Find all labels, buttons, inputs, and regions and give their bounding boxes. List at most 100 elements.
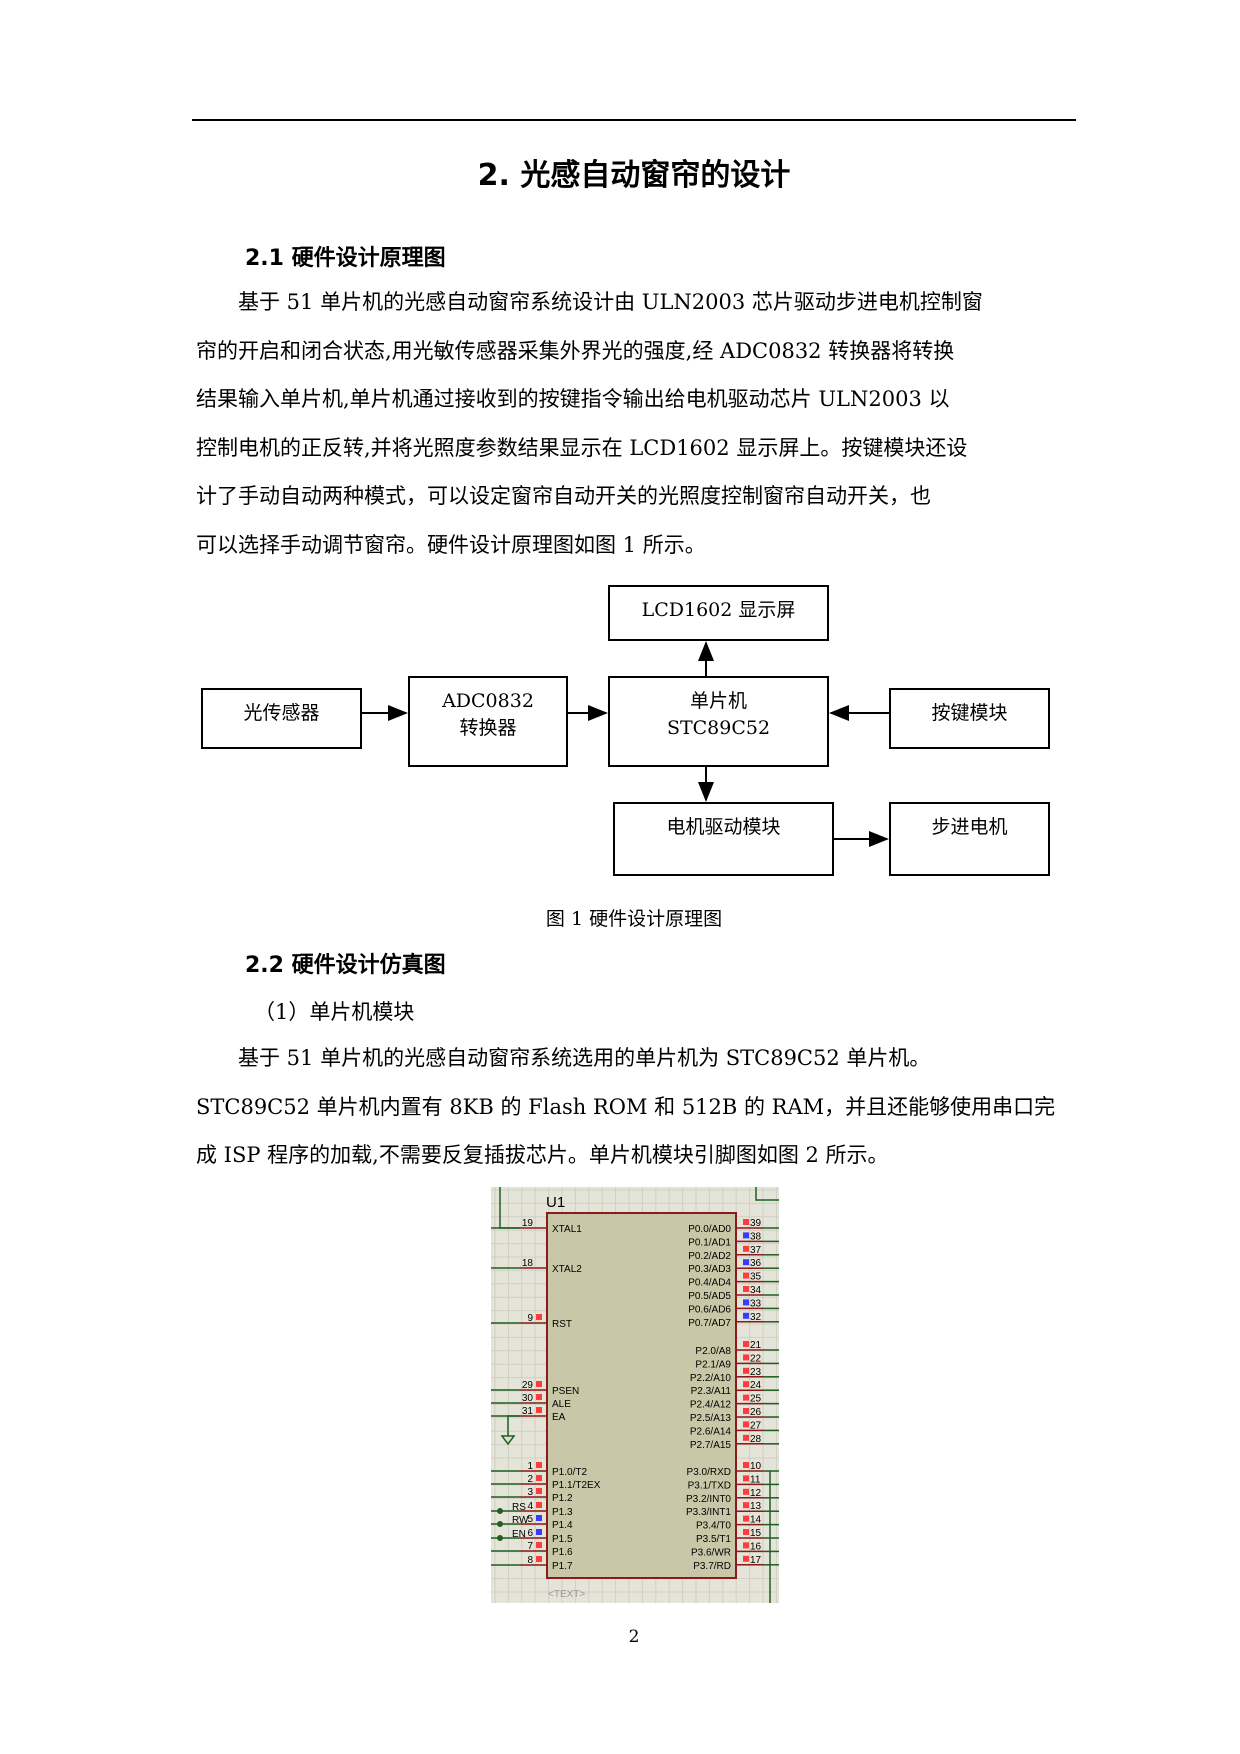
pin-label: P0.7/AD7: [688, 1318, 731, 1329]
chip-ref: U1: [546, 1194, 565, 1211]
pin-number: 1: [527, 1461, 533, 1472]
net-label: RW: [512, 1515, 529, 1526]
pin-state-marker: [743, 1354, 749, 1361]
pin-label: XTAL1: [552, 1224, 582, 1235]
motor-driver-block: 电机驱动模块: [613, 802, 834, 876]
lcd-block: LCD1602 显示屏: [608, 585, 829, 641]
net-label: EN: [512, 1529, 526, 1540]
para-line: 可以选择手动调节窗帘。硬件设计原理图如图 1 所示。: [196, 532, 706, 557]
pin-number: 4: [527, 1501, 533, 1512]
junction-dot: [497, 1508, 503, 1514]
pin-state-marker: [743, 1488, 749, 1495]
pin-number: 25: [750, 1394, 762, 1405]
pin-state-marker: [743, 1408, 749, 1414]
pin-state-marker: [743, 1341, 749, 1347]
pin-label: P3.7/RD: [693, 1561, 731, 1572]
pin-label: P0.3/AD3: [688, 1264, 731, 1275]
pin-label: P1.3: [552, 1507, 573, 1518]
pin-state-marker: [743, 1286, 749, 1292]
stepper-block: 步进电机: [889, 802, 1050, 876]
paragraph-2-2: 基于 51 单片机的光感自动窗帘系统选用的单片机为 STC89C52 单片机。 …: [196, 1034, 1074, 1180]
pin-label: P2.3/A11: [691, 1386, 732, 1397]
pin-state-marker: [743, 1245, 749, 1252]
pin-label: EA: [552, 1412, 566, 1423]
paragraph-2-1: 基于 51 单片机的光感自动窗帘系统设计由 ULN2003 芯片驱动步进电机控制…: [196, 278, 1074, 569]
pin-state-marker: [743, 1434, 749, 1441]
pin-state-marker: [536, 1529, 542, 1535]
pin-label: ALE: [552, 1399, 571, 1410]
text-placeholder: <TEXT>: [548, 1589, 585, 1600]
pin-number: 17: [750, 1555, 762, 1566]
pin-number: 7: [527, 1541, 533, 1552]
para-line: 计了手动自动两种模式，可以设定窗帘自动开关的光照度控制窗帘自动开关，也: [196, 484, 931, 508]
ground-icon: [500, 1415, 520, 1446]
pin-label: P2.7/A15: [690, 1440, 732, 1451]
pin-number: 2: [527, 1474, 533, 1485]
pin-label: P0.2/AD2: [688, 1251, 731, 1262]
mcu-schematic: U1<TEXT>19XTAL118XTAL29RST29PSEN30ALE31E…: [491, 1187, 779, 1603]
pin-label: P2.5/A13: [690, 1413, 732, 1424]
page-number: 2: [628, 1627, 640, 1647]
para-line: 基于 51 单片机的光感自动窗帘系统选用的单片机为 STC89C52 单片机。: [238, 1046, 931, 1070]
pin-number: 8: [527, 1555, 533, 1566]
pin-number: 33: [750, 1298, 762, 1309]
para-line: 成 ISP 程序的加载,不需要反复插拔芯片。单片机模块引脚图如图 2 所示。: [196, 1143, 889, 1167]
pin-number: 22: [750, 1353, 762, 1364]
pin-number: 30: [522, 1393, 534, 1404]
pin-label: P2.6/A14: [690, 1426, 732, 1437]
pin-label: P3.6/WR: [691, 1547, 731, 1558]
pin-number: 16: [750, 1541, 762, 1552]
pin-label: P3.0/RXD: [687, 1467, 731, 1478]
light-sensor-block: 光传感器: [201, 688, 362, 749]
pin-label: P1.2: [552, 1493, 573, 1504]
pin-number: 37: [750, 1245, 762, 1256]
pin-state-marker: [536, 1556, 542, 1562]
para-line: STC89C52 单片机内置有 8KB 的 Flash ROM 和 512B 的…: [196, 1094, 1056, 1119]
pin-state-marker: [743, 1312, 749, 1319]
page-title: 2. 光感自动窗帘的设计: [477, 158, 791, 193]
pin-number: 12: [750, 1488, 762, 1499]
pin-label: P3.3/INT1: [686, 1507, 731, 1518]
pin-state-marker: [536, 1515, 542, 1521]
para-line: 帘的开启和闭合状态,用光敏传感器采集外界光的强度,经 ADC0832 转换器将转…: [196, 338, 955, 363]
pin-label: P0.0/AD0: [688, 1224, 731, 1235]
pin-label: P0.5/AD5: [688, 1291, 731, 1302]
pin-state-marker: [536, 1488, 542, 1494]
pin-number: 35: [750, 1272, 762, 1283]
pin-number: 15: [750, 1528, 762, 1539]
pin-label: P3.5/T1: [696, 1534, 731, 1545]
pin-number: 24: [750, 1380, 762, 1391]
pin-state-marker: [743, 1502, 749, 1509]
wire: [499, 1187, 520, 1229]
keys-block: 按键模块: [889, 688, 1050, 749]
pin-label: P1.6: [552, 1547, 573, 1558]
pin-label: P2.4/A12: [690, 1400, 732, 1411]
pin-state-marker: [536, 1542, 542, 1548]
pin-state-marker: [536, 1314, 542, 1320]
diagram-arrows: [362, 641, 889, 847]
pin-state-marker: [743, 1462, 749, 1468]
pin-label: P2.1/A9: [695, 1359, 731, 1370]
pin-label: P3.2/INT0: [686, 1494, 731, 1505]
pin-label: P3.1/TXD: [688, 1480, 731, 1491]
pin-state-marker: [743, 1259, 749, 1266]
pin-state-marker: [743, 1529, 749, 1535]
pin-number: 18: [522, 1258, 534, 1269]
pin-state-marker: [536, 1407, 542, 1413]
pin-label: P2.0/A8: [695, 1346, 731, 1357]
para-line: 结果输入单片机,单片机通过接收到的按键指令输出给电机驱动芯片 ULN2003 以: [196, 387, 950, 411]
pin-label: P1.7: [552, 1561, 573, 1572]
pin-label: P1.5: [552, 1534, 573, 1545]
pin-number: 29: [522, 1380, 534, 1391]
pin-state-marker: [743, 1515, 749, 1522]
pin-number: 32: [750, 1312, 762, 1323]
pin-state-marker: [536, 1381, 542, 1387]
pin-number: 28: [750, 1434, 762, 1445]
pin-label: P0.4/AD4: [688, 1278, 731, 1289]
pin-number: 3: [527, 1487, 533, 1498]
section-heading-2-1: 2.1 硬件设计原理图: [245, 246, 446, 271]
pin-number: 27: [750, 1420, 762, 1431]
pin-number: 19: [522, 1218, 534, 1229]
pin-state-marker: [743, 1555, 749, 1562]
